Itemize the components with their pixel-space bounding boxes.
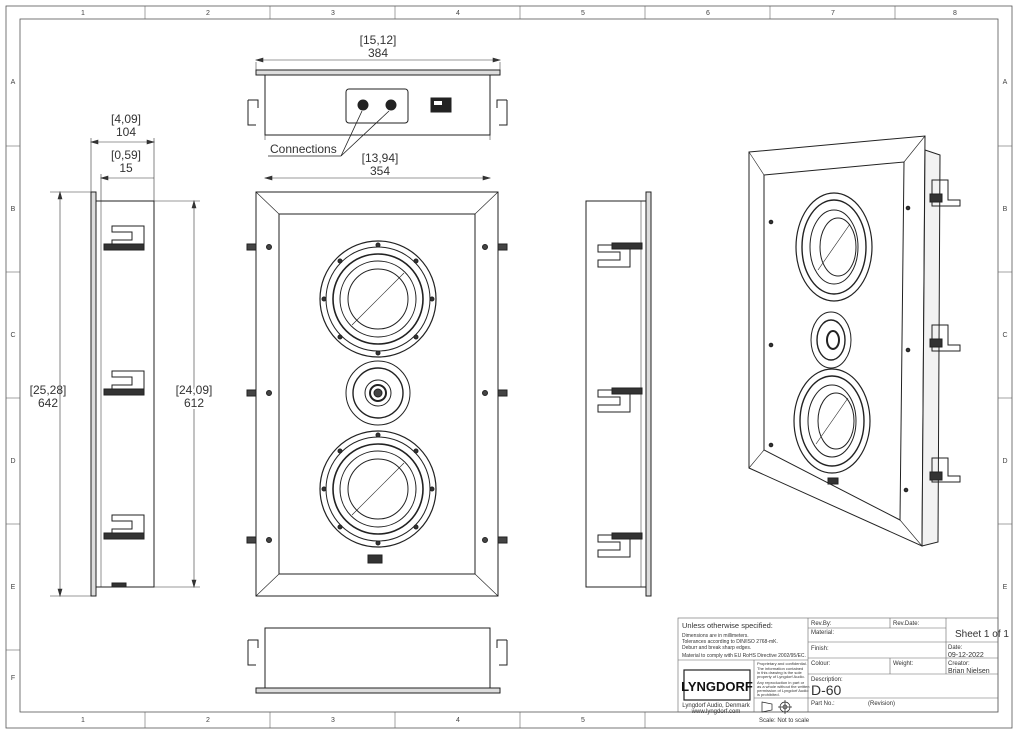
col-label-6-top: 6 [706,10,710,17]
col-label-3-bottom: 3 [331,717,335,724]
row-label-f-left: F [11,675,15,682]
row-label-b-left: B [11,206,16,213]
grid-top [6,6,1012,728]
front-view [246,191,508,597]
prop-line-6: as a whole without the written [757,684,809,689]
revision-label: (Revision) [868,701,895,707]
row-label-a-right: A [1003,79,1008,86]
prop-line-2: The information contained [757,666,803,671]
rev-date-label: Rev.Date: [893,621,920,627]
finish-label: Finish: [811,646,829,652]
creator-value: Brian Nielsen [948,668,990,675]
inner-frame [19,18,999,713]
height-in: [25,28] [30,383,67,397]
prop-line-8: is prohibited. [757,692,780,697]
col-label-5-top: 5 [581,10,585,17]
title-block-lines [677,617,999,713]
prop-line-5: Any reproduction in part or [757,680,805,685]
inner-width-dimension [263,175,492,181]
top-width-in: [15,12] [360,33,397,47]
connections-leaders [268,110,390,157]
top-view [247,62,508,140]
row-label-c-right: C [1002,332,1007,339]
row-label-d-right: D [1002,458,1007,465]
row-label-e-left: E [11,584,16,591]
col-label-1-bottom: 1 [81,717,85,724]
inner-width-mm: 354 [370,164,390,178]
scale-note: Scale: Not to scale [759,718,810,724]
col-label-5-bottom: 5 [581,717,585,724]
weight-label: Weight: [893,661,914,667]
lyngdorf-logo: LYNGDORF [681,679,753,694]
col-label-4-top: 4 [456,10,460,17]
right-side-view [585,191,652,597]
company-website: www.lyngdorf.com [691,709,741,715]
col-label-8-top: 8 [953,10,957,17]
note-line-2: Tolerances according to DIN/ISO 2768-mK. [682,639,778,645]
date-label: Date: [948,645,963,651]
prop-line-3: in this drawing is the sole [757,670,802,675]
col-label-2-top: 2 [206,10,210,17]
outer-frame [5,5,1013,729]
isometric-view [748,135,961,547]
rev-by-label: Rev.By: [811,621,832,627]
col-label-4-bottom: 4 [456,717,460,724]
part-no-label: Part No.: [811,701,835,707]
row-label-c-left: C [10,332,15,339]
row-label-d-left: D [10,458,15,465]
flange-in: [0,59] [111,148,141,162]
top-width-dimension [254,57,502,63]
note-line-4: Material to comply with EU RoHS Directiv… [682,653,806,659]
description-label: Description: [811,677,843,683]
prop-line-7: permission of Lyngdorf Audio [757,688,809,693]
inner-height-mm: 612 [184,396,204,410]
unless-specified: Unless otherwise specified: [682,621,773,630]
company-name: Lyngdorf Audio, Denmark [682,703,750,709]
inner-height-in: [24,09] [176,383,213,397]
description-value: D-60 [811,682,842,698]
col-label-2-bottom: 2 [206,717,210,724]
sheet-label: Sheet 1 of 1 [955,629,1009,640]
bottom-view [247,627,508,694]
creator-label: Creator: [948,661,970,667]
inner-width-in: [13,94] [362,151,399,165]
projection-symbol-icon [761,700,792,714]
prop-line-1: Proprietary and confidential. [757,661,807,666]
date-value: 09-12-2022 [948,652,984,659]
top-width-mm: 384 [368,46,388,60]
connections-label: Connections [270,142,337,156]
col-label-1-top: 1 [81,10,85,17]
row-label-b-right: B [1003,206,1008,213]
prop-line-4: property of Lyngdorf Audio. [757,674,805,679]
depth-in: [4,09] [111,112,141,126]
grid-labels: 1 2 3 4 5 6 7 8 1 2 3 4 5 A B C D E F A … [10,10,1007,724]
depth-dimension [89,138,156,201]
colour-label: Colour: [811,661,831,667]
material-label: Material: [811,630,834,636]
flange-mm: 15 [119,161,133,175]
row-label-e-right: E [1003,584,1008,591]
row-label-a-left: A [11,79,16,86]
lyngdorf-logo-box [683,669,751,701]
note-line-3: Deburr and break sharp edges. [682,645,751,651]
depth-mm: 104 [116,125,136,139]
left-side-view [90,191,155,597]
height-dimension [50,190,200,598]
col-label-3-top: 3 [331,10,335,17]
height-mm: 642 [38,396,58,410]
col-label-7-top: 7 [831,10,835,17]
note-line-1: Dimensions are in millimeters. [682,633,749,639]
